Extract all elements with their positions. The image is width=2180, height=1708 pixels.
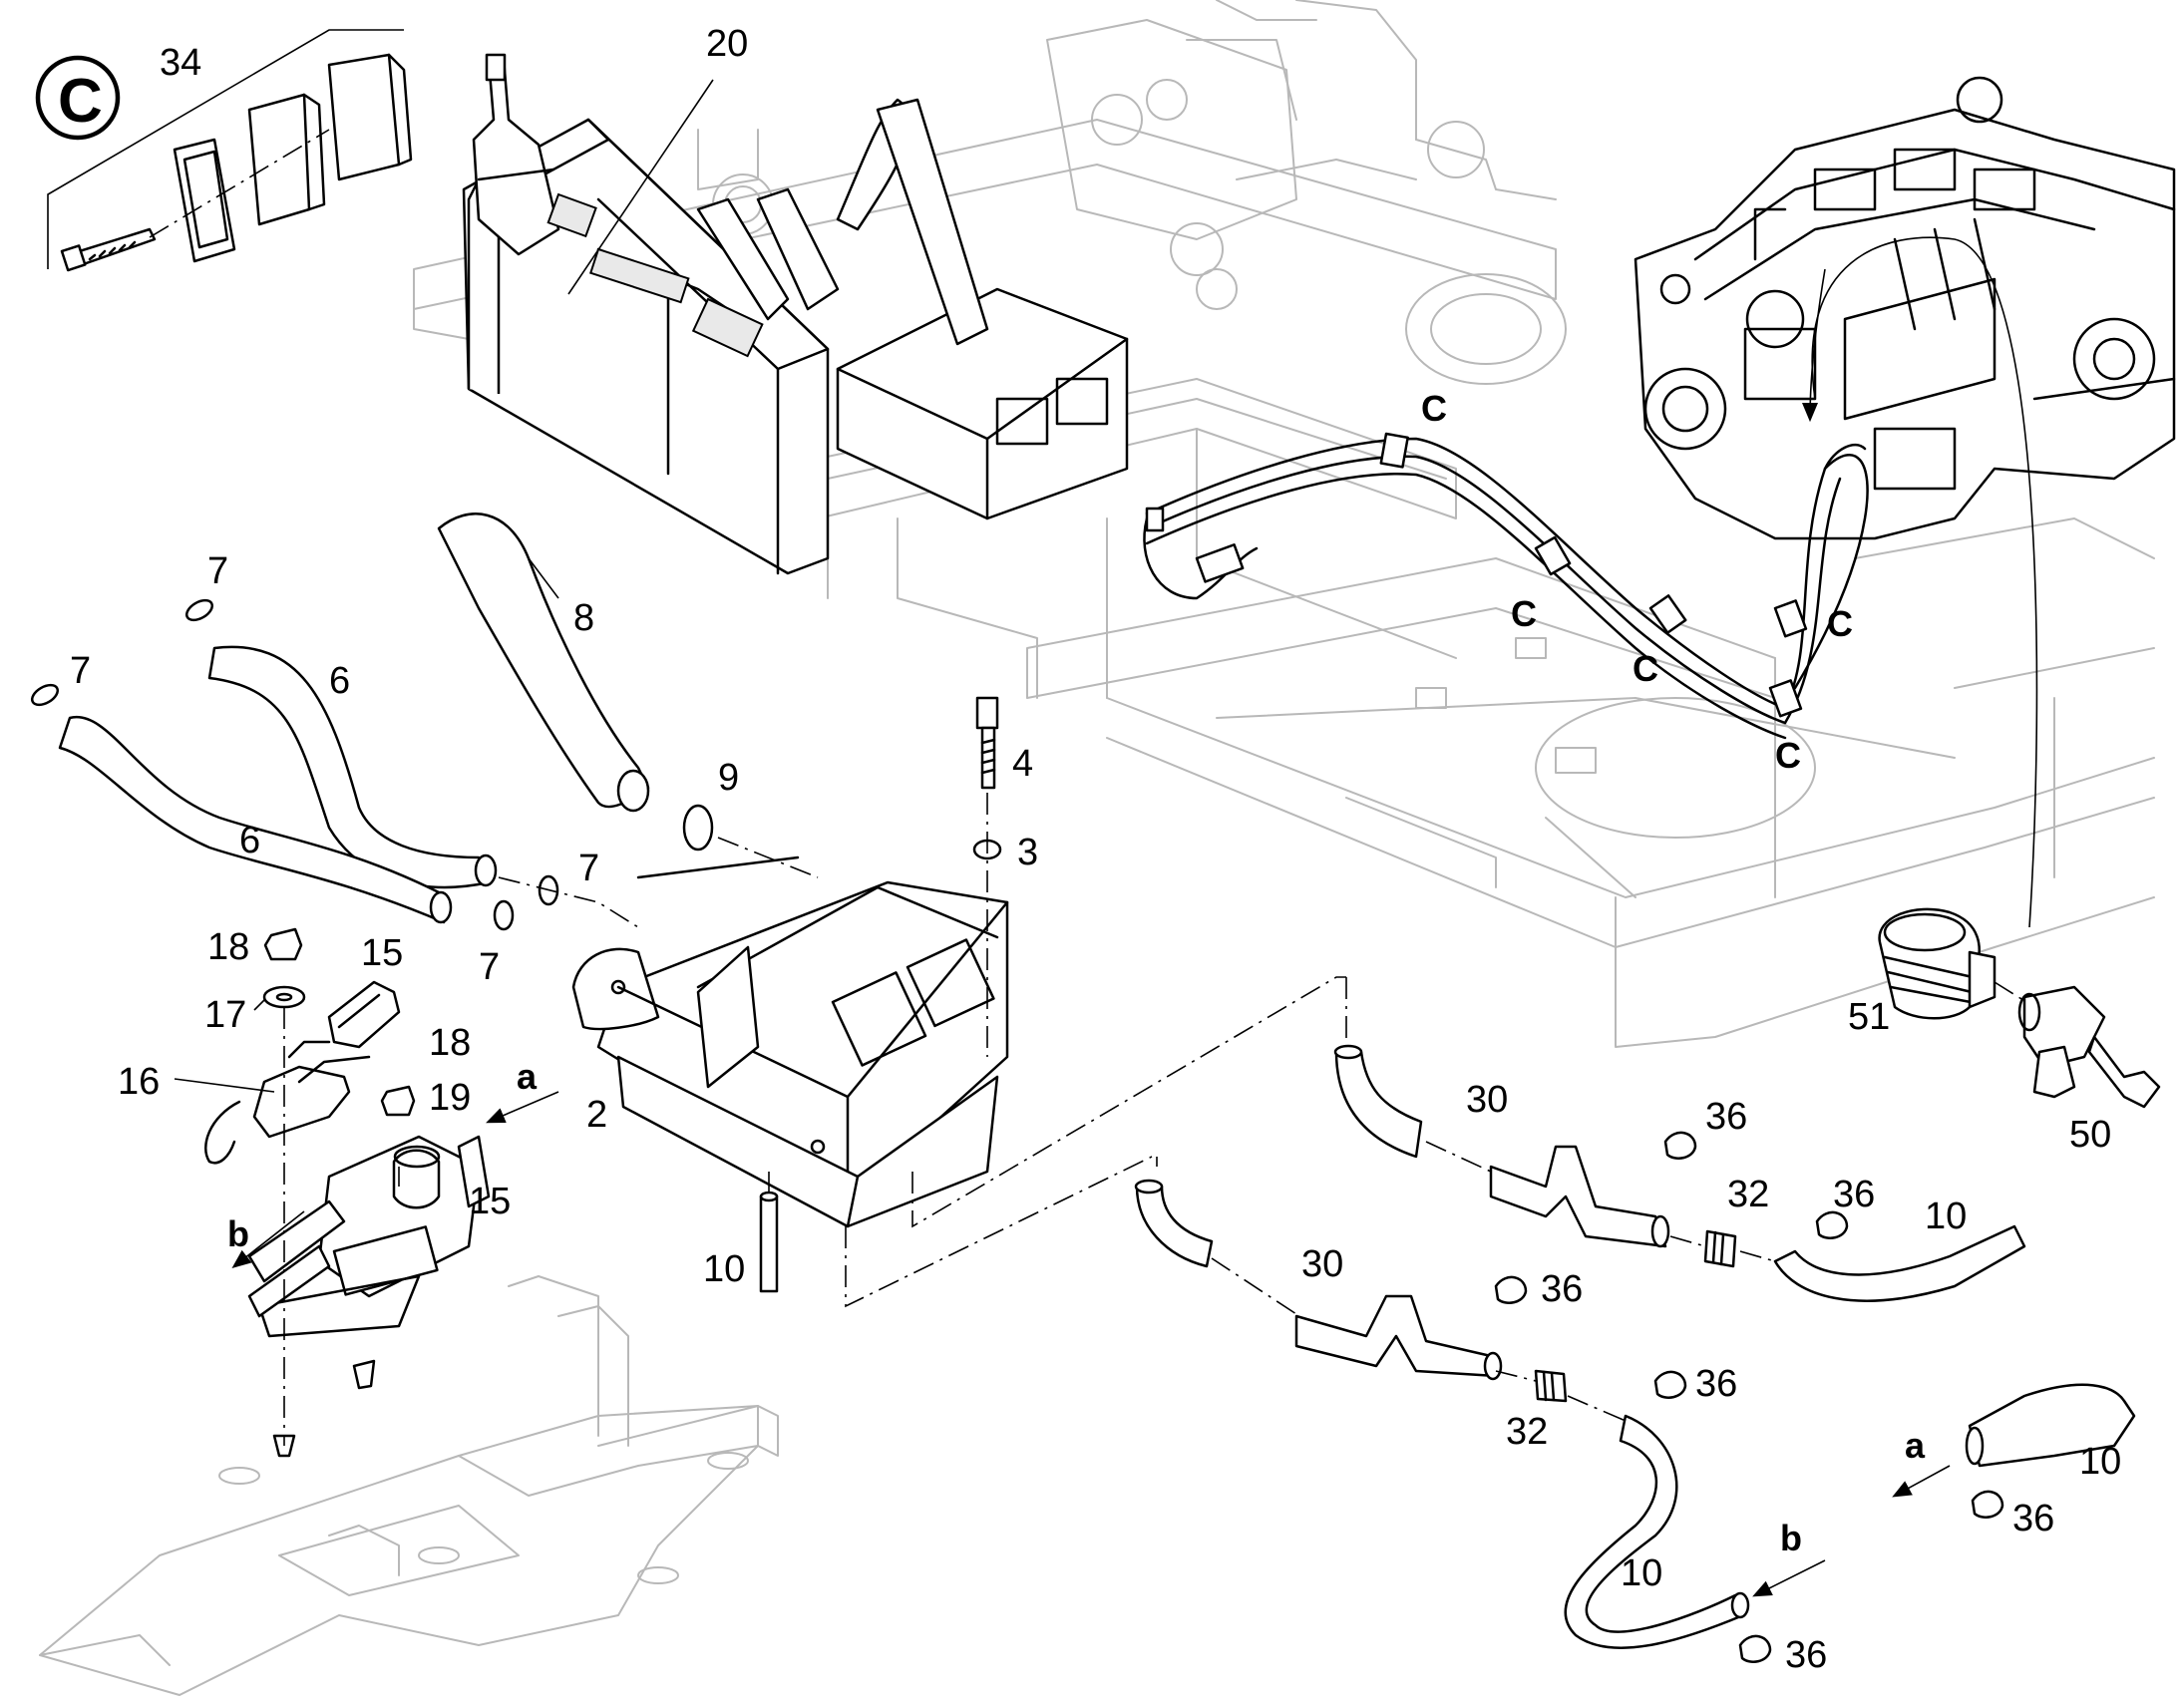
detail-clamp-half-2 bbox=[327, 53, 401, 181]
fitting-leader-line bbox=[1811, 236, 2038, 928]
clip-7-d bbox=[493, 899, 515, 931]
connection-line-lower bbox=[845, 1156, 1153, 1308]
callout-15-b: 15 bbox=[469, 1181, 511, 1222]
leader-17 bbox=[253, 999, 265, 1011]
hose-30-upper bbox=[1489, 1145, 1667, 1248]
callout-50: 50 bbox=[2069, 1114, 2111, 1156]
engine-arrow-line bbox=[1802, 268, 1826, 423]
callout-51: 51 bbox=[1848, 996, 1890, 1038]
callout-15-a: 15 bbox=[361, 932, 403, 974]
clip-7-b bbox=[30, 683, 60, 707]
clamp-marker-c-2: C bbox=[1511, 593, 1537, 634]
detail-c-group bbox=[35, 29, 413, 272]
callout-10-drain: 10 bbox=[703, 1248, 745, 1290]
callout-34: 34 bbox=[160, 42, 201, 84]
flow-label-b-hose: b bbox=[1780, 1518, 1802, 1558]
callout-30-lower: 30 bbox=[1301, 1243, 1343, 1285]
nut-18-b bbox=[380, 1085, 416, 1117]
hoses-left bbox=[30, 512, 819, 931]
hose-30-upper-elbow bbox=[1334, 1050, 1423, 1159]
callout-30-upper: 30 bbox=[1466, 1079, 1508, 1121]
callout-10-upper: 10 bbox=[1925, 1196, 1967, 1237]
leader-16 bbox=[174, 1078, 275, 1093]
callout-7-a: 7 bbox=[207, 550, 228, 592]
callout-16: 16 bbox=[118, 1061, 160, 1103]
hose-10-upper bbox=[1773, 1224, 2026, 1302]
callout-7-d: 7 bbox=[479, 946, 500, 988]
hose-10-right bbox=[1968, 1383, 2136, 1468]
callout-6-b: 6 bbox=[239, 820, 260, 861]
washer-17 bbox=[262, 985, 306, 1009]
callout-8: 8 bbox=[573, 597, 594, 639]
callout-20: 20 bbox=[706, 23, 748, 65]
hose-30-lower-elbow bbox=[1135, 1185, 1214, 1268]
valve-body-15 bbox=[247, 1135, 491, 1338]
callout-17: 17 bbox=[204, 994, 246, 1036]
callout-2: 2 bbox=[586, 1094, 607, 1136]
fitting-51 bbox=[1878, 907, 1997, 1020]
flow-label-a-valve: a bbox=[517, 1056, 538, 1097]
hose-8 bbox=[437, 512, 650, 809]
clamp-marker-c-1: C bbox=[1421, 388, 1447, 429]
callout-7-c: 7 bbox=[578, 848, 599, 889]
callout-32-lower: 32 bbox=[1506, 1411, 1548, 1453]
connector-15 bbox=[287, 980, 401, 1059]
callout-32-upper: 32 bbox=[1727, 1174, 1769, 1215]
clip-7-a bbox=[184, 598, 214, 622]
detail-plate bbox=[173, 138, 236, 263]
callout-36-d: 36 bbox=[1695, 1363, 1737, 1405]
leader-20 bbox=[567, 79, 714, 295]
joystick bbox=[472, 53, 597, 256]
callout-36-a: 36 bbox=[1705, 1096, 1747, 1138]
callout-10-right: 10 bbox=[2079, 1441, 2121, 1483]
callout-19: 19 bbox=[429, 1077, 471, 1119]
callout-4: 4 bbox=[1012, 743, 1033, 785]
callout-36-c: 36 bbox=[1541, 1268, 1583, 1310]
bolt-4 bbox=[975, 696, 999, 790]
detail-clamp-half-1 bbox=[247, 93, 311, 226]
flow-label-b-valve: b bbox=[227, 1213, 249, 1254]
clamp-marker-c-4: C bbox=[1775, 735, 1801, 776]
heater-hose-run bbox=[1143, 432, 1869, 740]
callout-18-a: 18 bbox=[207, 926, 249, 968]
hose-10-lower bbox=[1564, 1414, 1745, 1649]
callout-18-b: 18 bbox=[429, 1022, 471, 1064]
hose-30-lower bbox=[1294, 1294, 1498, 1378]
detail-c-letter: C bbox=[58, 67, 103, 136]
callout-10-lower: 10 bbox=[1621, 1552, 1662, 1594]
mounting-bracket bbox=[39, 1275, 779, 1696]
callout-36-f: 36 bbox=[1785, 1634, 1827, 1676]
hose-clamps-36 bbox=[1494, 1131, 2004, 1663]
flow-label-a-hose: a bbox=[1905, 1425, 1926, 1466]
callout-36-b: 36 bbox=[1833, 1174, 1875, 1215]
leader-8 bbox=[528, 557, 559, 599]
callout-9: 9 bbox=[718, 757, 739, 799]
nut-18-a bbox=[263, 927, 303, 961]
clip-9 bbox=[682, 804, 714, 852]
callout-6-a: 6 bbox=[329, 660, 350, 702]
engine-block bbox=[1634, 76, 2176, 540]
upper-blower-unit bbox=[696, 98, 1129, 520]
clamp-marker-c-5: C bbox=[1827, 603, 1853, 644]
valve-assembly bbox=[204, 927, 559, 1446]
valve-50 bbox=[2017, 985, 2161, 1109]
connection-line-upper bbox=[911, 976, 1346, 1228]
callout-7-b: 7 bbox=[70, 650, 91, 692]
callout-3: 3 bbox=[1017, 832, 1038, 873]
bracket-16 bbox=[252, 1065, 351, 1139]
upper-frame-background bbox=[413, 0, 1567, 385]
heater-unit bbox=[571, 855, 1009, 1228]
clamp-marker-c-3: C bbox=[1633, 648, 1658, 689]
drain-tube-10 bbox=[759, 1191, 779, 1293]
hose-set-right bbox=[1134, 977, 2136, 1663]
callout-36-e: 36 bbox=[2012, 1498, 2054, 1539]
detail-c-seal bbox=[35, 55, 121, 141]
